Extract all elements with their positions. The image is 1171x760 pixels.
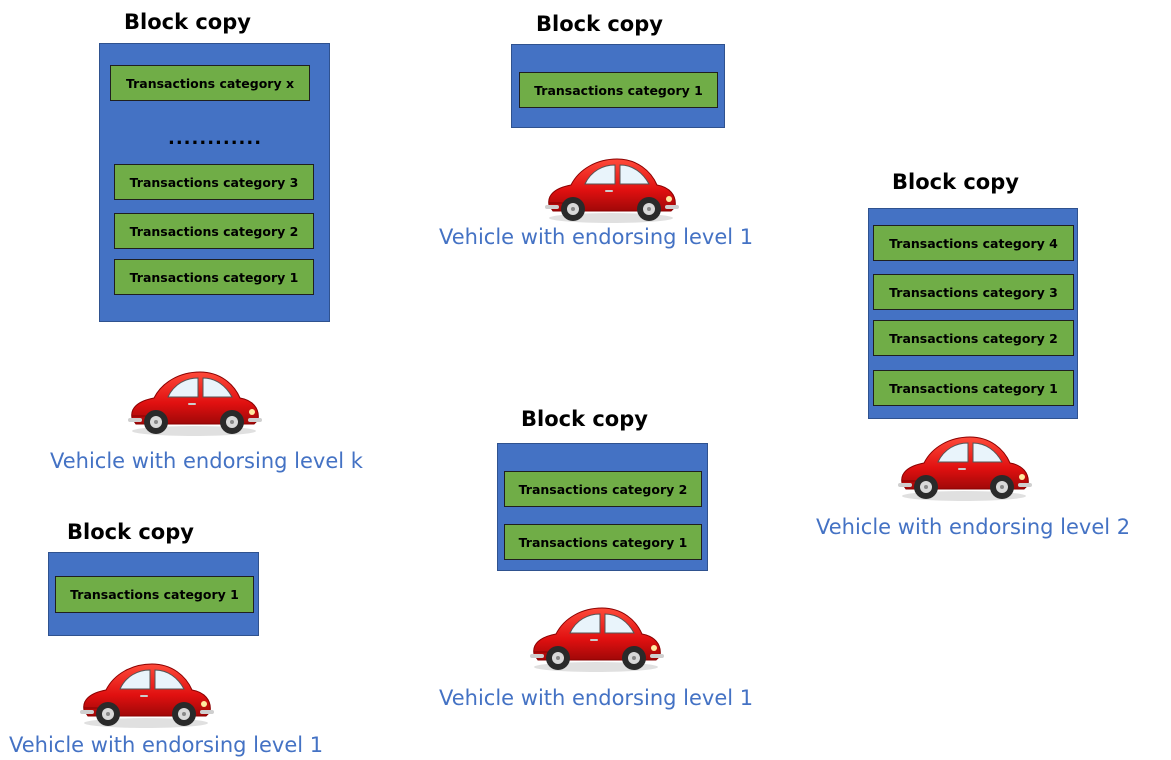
transaction-item: Transactions category 2	[114, 213, 314, 249]
red-car-icon	[128, 371, 262, 436]
block-title: Block copy	[521, 407, 648, 431]
transaction-item: Transactions category 1	[55, 576, 254, 613]
ellipsis: ............	[168, 128, 263, 149]
red-car-icon	[898, 436, 1032, 501]
transaction-item: Transactions category x	[110, 65, 310, 101]
block-copy: Transactions category 4 Transactions cat…	[868, 208, 1078, 419]
vehicle-label: Vehicle with endorsing level k	[50, 449, 363, 473]
red-car-icon	[80, 663, 214, 728]
transaction-item: Transactions category 1	[504, 524, 702, 560]
transaction-item: Transactions category 1	[114, 259, 314, 295]
block-title: Block copy	[67, 520, 194, 544]
block-title: Block copy	[124, 10, 251, 34]
transaction-item: Transactions category 4	[873, 225, 1074, 261]
block-copy: Transactions category 2 Transactions cat…	[497, 443, 708, 571]
block-title: Block copy	[536, 12, 663, 36]
vehicle-label: Vehicle with endorsing level 2	[816, 515, 1131, 539]
transaction-item: Transactions category 1	[873, 370, 1074, 406]
vehicle-label: Vehicle with endorsing level 1	[439, 225, 754, 249]
red-car-icon	[545, 158, 679, 223]
transaction-item: Transactions category 2	[873, 320, 1074, 356]
vehicle-label: Vehicle with endorsing level 1	[9, 733, 324, 757]
transaction-item: Transactions category 3	[873, 274, 1074, 310]
transaction-item: Transactions category 3	[114, 164, 314, 200]
red-car-icon	[530, 607, 664, 672]
transaction-item: Transactions category 2	[504, 471, 702, 507]
block-title: Block copy	[892, 170, 1019, 194]
block-copy: Transactions category x ............ Tra…	[99, 43, 330, 322]
transaction-item: Transactions category 1	[519, 72, 718, 108]
block-copy: Transactions category 1	[511, 44, 725, 128]
block-copy: Transactions category 1	[48, 552, 259, 636]
vehicle-label: Vehicle with endorsing level 1	[439, 686, 754, 710]
